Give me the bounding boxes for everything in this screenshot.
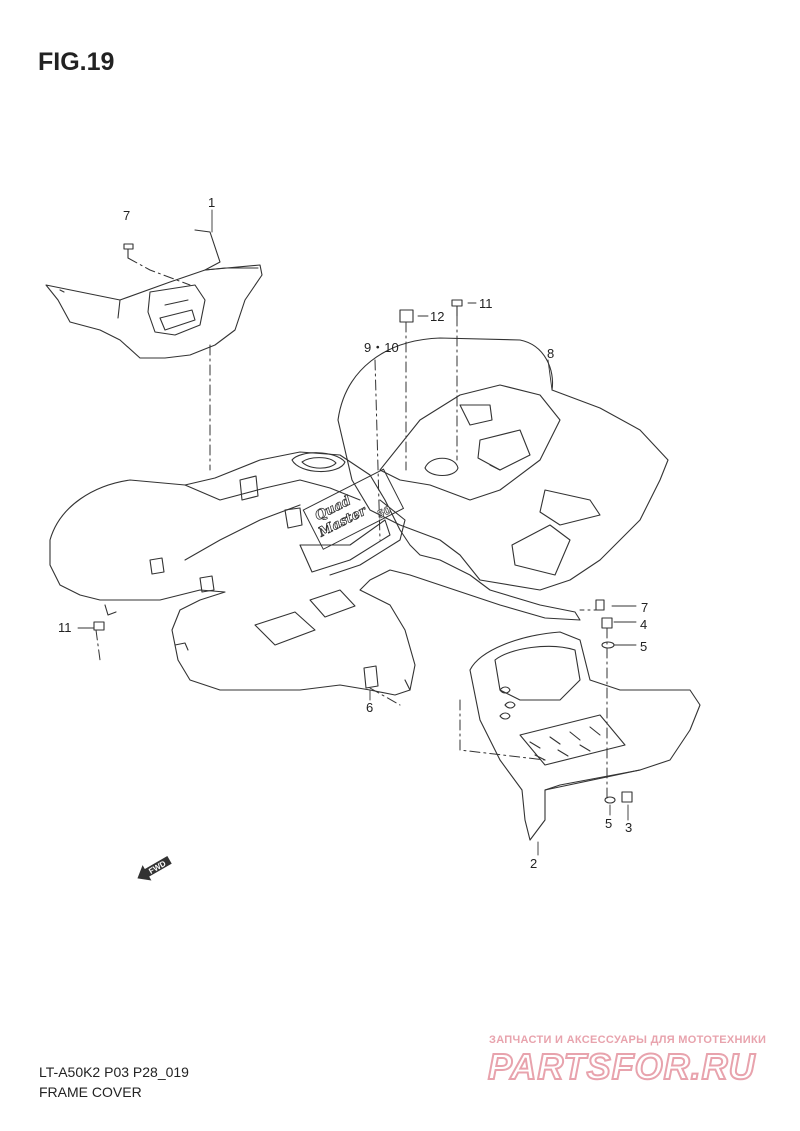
part-label-7a: 7 <box>123 208 130 223</box>
part-label-5a: 5 <box>640 639 647 654</box>
watermark-tagline: ЗАПЧАСТИ И АКСЕССУАРЫ ДЛЯ МОТОТЕХНИКИ <box>489 1034 767 1046</box>
leader-lines <box>77 209 637 856</box>
footrest-guard-part <box>469 631 701 841</box>
hardware-parts <box>93 243 633 804</box>
main-frame-cover-part <box>49 451 581 696</box>
forward-arrow-icon: FWD <box>137 855 172 881</box>
decal-line-3: 50 <box>376 505 393 521</box>
section-name: FRAME COVER <box>39 1084 142 1100</box>
part-label-11b: 11 <box>58 620 72 635</box>
part-label-12: 12 <box>430 309 444 324</box>
part-label-1: 1 <box>208 195 215 210</box>
part-label-3: 3 <box>625 820 632 835</box>
quad-master-decal: Quad Master 50 <box>302 468 405 550</box>
part-label-2: 2 <box>530 856 537 871</box>
figure-title: FIG.19 <box>38 48 115 76</box>
part-callouts: 1 2 3 4 5 5 6 7 7 8 9・10 11 11 12 <box>58 195 648 871</box>
part-label-6: 6 <box>366 700 373 715</box>
part-label-8: 8 <box>547 346 554 361</box>
part-label-7b: 7 <box>641 600 648 615</box>
part-label-11a: 11 <box>479 296 493 311</box>
rear-fender-part <box>337 337 669 591</box>
model-code: LT-A50K2 P03 P28_019 <box>39 1064 189 1080</box>
part-label-9-10: 9・10 <box>364 340 399 355</box>
watermark-logo: PARTSFOR.RU <box>487 1045 756 1088</box>
front-inner-cover-part <box>45 229 263 359</box>
part-label-5b: 5 <box>605 816 612 831</box>
part-label-4: 4 <box>640 617 647 632</box>
assembly-lines <box>95 257 608 801</box>
